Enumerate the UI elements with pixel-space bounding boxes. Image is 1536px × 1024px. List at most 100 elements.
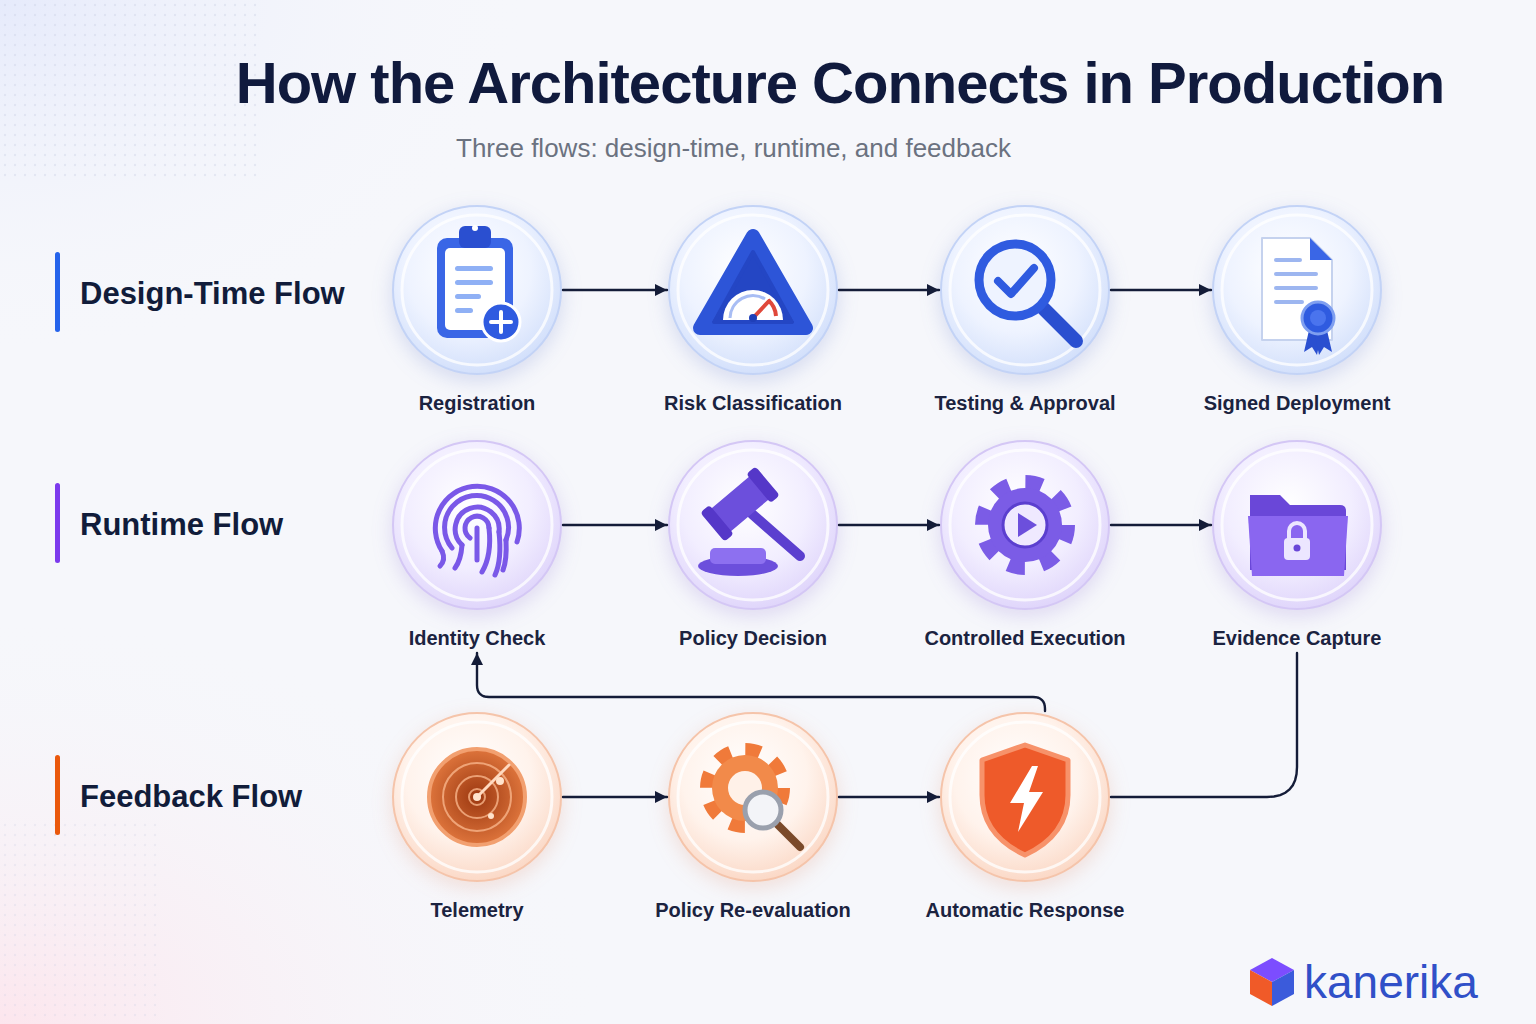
step-circle-highlight bbox=[950, 215, 1100, 365]
risk-gauge-icon bbox=[700, 236, 806, 328]
flow-step: Risk Classification bbox=[667, 204, 839, 418]
step-circle bbox=[393, 206, 561, 374]
risk-gauge-icon bbox=[714, 252, 792, 322]
clipboard-icon bbox=[437, 225, 520, 341]
clipboard-icon bbox=[491, 312, 511, 332]
flow-arrow bbox=[1111, 524, 1211, 526]
step-circle bbox=[1211, 439, 1383, 611]
gear-play-icon bbox=[1018, 513, 1037, 537]
logo-cube bbox=[1250, 958, 1294, 982]
flow-arrow bbox=[563, 796, 667, 798]
logo-cube bbox=[1272, 970, 1294, 1006]
risk-gauge-icon bbox=[753, 301, 769, 318]
flow-arrow bbox=[563, 289, 667, 291]
step-circle bbox=[939, 439, 1111, 611]
step-circle bbox=[1213, 441, 1381, 609]
risk-gauge-icon bbox=[768, 300, 776, 316]
step-label: Identity Check bbox=[409, 624, 546, 652]
step-label: Signed Deployment bbox=[1204, 389, 1391, 417]
flow-arrow bbox=[839, 796, 939, 798]
row-marker bbox=[55, 252, 60, 332]
step-circle bbox=[939, 204, 1111, 376]
gavel-icon bbox=[707, 473, 772, 535]
flow-arrow bbox=[839, 289, 939, 291]
page-background bbox=[0, 820, 160, 1024]
radar-icon bbox=[488, 813, 494, 819]
gear-search-icon bbox=[745, 792, 781, 828]
shield-bolt-icon bbox=[1010, 766, 1043, 832]
brand-logo: kanerika bbox=[1304, 953, 1478, 1011]
magnifier-check-icon bbox=[979, 244, 1076, 341]
gavel-icon bbox=[710, 548, 766, 564]
gear-search-icon bbox=[707, 750, 783, 826]
gavel-icon bbox=[746, 466, 780, 503]
row-marker bbox=[55, 483, 60, 563]
step-circle-highlight bbox=[678, 215, 828, 365]
fingerprint-icon bbox=[435, 486, 519, 575]
row-label: Runtime Flow bbox=[80, 505, 283, 544]
flow-step: Telemetry bbox=[391, 711, 563, 925]
gavel-icon bbox=[698, 556, 778, 576]
gear-play-icon bbox=[983, 483, 1067, 567]
step-label: Controlled Execution bbox=[924, 624, 1125, 652]
radar-icon bbox=[496, 777, 504, 785]
radar-icon bbox=[473, 793, 481, 801]
logo-cube bbox=[1250, 958, 1294, 1006]
gear-search-icon bbox=[712, 755, 778, 821]
step-circle-highlight bbox=[678, 450, 828, 600]
step-circle bbox=[1213, 206, 1381, 374]
step-circle bbox=[941, 713, 1109, 881]
step-circle-highlight bbox=[402, 722, 552, 872]
signed-document-icon bbox=[1262, 238, 1334, 355]
clipboard-icon bbox=[472, 225, 478, 231]
flow-step: Testing & Approval bbox=[939, 204, 1111, 418]
signed-document-icon bbox=[1274, 272, 1318, 276]
locked-folder-icon bbox=[1250, 495, 1346, 570]
gavel-icon bbox=[698, 466, 800, 576]
magnifier-check-icon bbox=[998, 268, 1034, 294]
signed-document-icon bbox=[1302, 302, 1334, 334]
signed-document-icon bbox=[1274, 286, 1318, 290]
clipboard-icon bbox=[455, 280, 493, 285]
step-circle bbox=[941, 206, 1109, 374]
gear-play-icon bbox=[1003, 503, 1047, 547]
step-label: Telemetry bbox=[430, 896, 523, 924]
step-circle-highlight bbox=[950, 722, 1100, 872]
gavel-icon bbox=[700, 466, 780, 541]
risk-gauge-icon bbox=[730, 296, 765, 318]
step-circle bbox=[393, 713, 561, 881]
flow-arrow bbox=[563, 524, 667, 526]
step-circle bbox=[393, 441, 561, 609]
row-marker bbox=[55, 755, 60, 835]
step-circle-highlight bbox=[678, 722, 828, 872]
flow-arrow bbox=[477, 653, 1045, 711]
clipboard-icon bbox=[437, 238, 513, 338]
radar-icon bbox=[469, 789, 485, 805]
gear-play-icon bbox=[983, 483, 1067, 567]
step-circle bbox=[1211, 204, 1383, 376]
step-circle-highlight bbox=[1222, 215, 1372, 365]
risk-gauge-icon bbox=[749, 314, 757, 322]
flow-arrow bbox=[1111, 653, 1297, 797]
risk-gauge-icon bbox=[700, 236, 806, 328]
flow-step: Signed Deployment bbox=[1211, 204, 1383, 418]
step-circle bbox=[391, 711, 563, 883]
clipboard-icon bbox=[482, 303, 520, 341]
locked-folder-icon bbox=[1284, 538, 1310, 560]
gear-search-icon bbox=[776, 823, 800, 847]
signed-document-icon bbox=[1314, 326, 1332, 355]
locked-folder-icon bbox=[1248, 516, 1348, 576]
gear-search-icon bbox=[728, 771, 762, 805]
clipboard-icon bbox=[455, 266, 493, 271]
step-circle bbox=[669, 713, 837, 881]
locked-folder-icon bbox=[1289, 523, 1305, 539]
shield-bolt-icon bbox=[982, 745, 1068, 855]
radar-icon bbox=[429, 749, 525, 845]
clipboard-icon bbox=[455, 294, 481, 299]
fingerprint-icon bbox=[435, 486, 519, 551]
clipboard-icon bbox=[459, 226, 491, 248]
